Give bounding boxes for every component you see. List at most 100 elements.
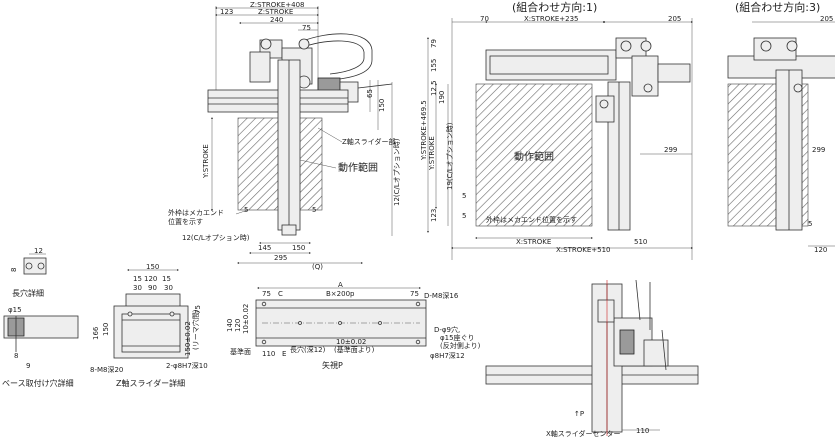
bv-p: ↑P bbox=[574, 410, 584, 418]
combo3-dim-5: 5 bbox=[808, 220, 812, 228]
base-dim-9: 9 bbox=[26, 362, 30, 370]
zs-m8: 8-M8深20 bbox=[90, 365, 123, 374]
dim-x-stroke: X:STROKE bbox=[516, 238, 551, 246]
zs-dim-90: 90 bbox=[148, 284, 157, 292]
dim-z-stroke-408: Z:STROKE+408 bbox=[250, 1, 305, 9]
xy-operating-range-hatch bbox=[475, 83, 593, 227]
slot-dim-8: 8 bbox=[10, 268, 18, 272]
dim-19-cl: 19(C/Lオプション時) bbox=[446, 122, 454, 190]
ap-110: 110 bbox=[262, 350, 275, 358]
base-detail-title: ベース取付け穴詳細 bbox=[2, 378, 74, 388]
ap-d-phi9: D-φ9穴, bbox=[434, 325, 460, 334]
dim-12-5: 12.5 bbox=[430, 80, 438, 96]
header-combo-3: (組合わせ方向:3) bbox=[735, 0, 820, 14]
zs-dim-120: 120 bbox=[144, 275, 157, 283]
xy-combo3-view: 205 299 5 120 bbox=[727, 15, 835, 254]
base-phi15: φ15 bbox=[8, 306, 22, 314]
zs-dim-30: 30 bbox=[133, 284, 142, 292]
ap-B: B×200p bbox=[326, 290, 355, 298]
zs-pin: 2-φ8H7深10 bbox=[166, 361, 208, 370]
dim-12-cl: 12(C/Lオプション時) bbox=[393, 138, 401, 206]
slot-dim-12: 12 bbox=[34, 247, 43, 255]
base-dim-8: 8 bbox=[14, 352, 18, 360]
ap-10-02b: 10±0.02 bbox=[336, 338, 366, 346]
ap-C: C bbox=[278, 290, 283, 298]
ap-m8: D-M8深16 bbox=[424, 291, 459, 300]
dim-y-stroke: Y:STROKE bbox=[202, 144, 210, 179]
bv-x-center: X軸スライダーセンター bbox=[546, 429, 621, 437]
ap-140: 140 bbox=[226, 319, 234, 332]
dim-145: 145 bbox=[258, 244, 271, 252]
dim-123: 123 bbox=[220, 8, 233, 16]
dim-x-stroke-510: X:STROKE+510 bbox=[556, 246, 611, 254]
ap-A: A bbox=[338, 281, 343, 289]
ap-pin: φ8H7深12 bbox=[430, 351, 465, 360]
dim-5a: 5 bbox=[462, 192, 466, 200]
dim-205: 205 bbox=[668, 15, 681, 23]
note-outer-frame-2: 位置を示す bbox=[168, 217, 203, 226]
dim-x-stroke-235: X:STROKE+235 bbox=[524, 15, 579, 23]
label-z-slider-part: Z軸スライダー部 bbox=[342, 137, 396, 146]
dim-70: 70 bbox=[480, 15, 489, 23]
zs-dim-15b: 15 bbox=[162, 275, 171, 283]
note-outer-frame-xy: 外枠はメカエンド位置を示す bbox=[486, 215, 577, 224]
bv-110: 110 bbox=[636, 427, 649, 435]
zs-dim-150v: 150 bbox=[102, 323, 110, 336]
dim-299: 299 bbox=[664, 146, 677, 154]
dim-75: 75 bbox=[302, 24, 311, 32]
ap-75a: 75 bbox=[262, 290, 271, 298]
dim-150b: 150 bbox=[292, 244, 305, 252]
ap-kijun: 基準面 bbox=[230, 347, 251, 356]
dim-y-stroke-469: Y:STROKE+469.5 bbox=[420, 100, 428, 161]
z-slider-detail: 150 15 120 15 30 90 30 166 150 150±0.02 … bbox=[90, 263, 208, 388]
slot-detail: 12 8 長穴詳細 bbox=[10, 247, 47, 298]
note-outer-frame-1: 外枠はメカエンド bbox=[168, 208, 224, 217]
zs-dim-75: 75 bbox=[194, 305, 202, 314]
ap-75b: 75 bbox=[410, 290, 419, 298]
dim-295: 295 bbox=[274, 254, 287, 262]
bottom-view: ↑P X軸スライダーセンター 110 bbox=[485, 279, 699, 437]
combo3-dim-120: 120 bbox=[814, 246, 827, 254]
zs-dim-166: 166 bbox=[92, 326, 100, 340]
ap-rev: (反対側より) bbox=[440, 341, 481, 350]
dim-z-stroke: Z:STROKE bbox=[258, 8, 293, 16]
combo3-dim-299: 299 bbox=[812, 146, 825, 154]
ap-title: 矢視P bbox=[322, 360, 343, 370]
ap-E: E bbox=[282, 350, 286, 358]
dim-240: 240 bbox=[270, 16, 283, 24]
zs-dim-15: 15 bbox=[133, 275, 142, 283]
dim-5b: 5 bbox=[462, 212, 466, 220]
dim-123: 123 bbox=[430, 209, 438, 222]
dim-155: 155 bbox=[430, 59, 438, 72]
ap-slot: 長穴(深12) bbox=[290, 345, 326, 354]
dim-150: 150 bbox=[378, 99, 386, 112]
ap-120: 120 bbox=[234, 319, 242, 332]
xy-combo1-view: 70 X:STROKE+235 205 Y:STROKE+469.5 Y:STR… bbox=[420, 15, 693, 260]
dim-5b: 5 bbox=[312, 206, 316, 214]
ap-phi15: φ15座ぐり bbox=[440, 333, 475, 342]
dim-65: 65 bbox=[366, 89, 374, 98]
dim-q: (Q) bbox=[312, 263, 323, 271]
base-hole-detail: φ15 8 9 ベース取付け穴詳細 bbox=[2, 306, 79, 388]
label-z-operating-range: 動作範囲 bbox=[338, 161, 378, 174]
dim-y-stroke: Y:STROKE bbox=[428, 136, 436, 171]
arrow-p-view: A 75 C B×200p 75 D-M8深16 140 120 10±0.02… bbox=[226, 281, 481, 370]
dim-12-cl-h: 12(C/Lオプション時) bbox=[182, 234, 250, 242]
dim-5a: 5 bbox=[244, 206, 248, 214]
dim-510: 510 bbox=[634, 238, 647, 246]
slot-detail-title: 長穴詳細 bbox=[12, 288, 44, 298]
zs-ream: (リーマ穴間) bbox=[191, 309, 200, 350]
header-combo-1: (組合わせ方向:1) bbox=[512, 0, 597, 14]
label-xy-operating-range: 動作範囲 bbox=[514, 150, 554, 163]
ap-ref: (基準面より) bbox=[334, 345, 375, 354]
dim-79: 79 bbox=[430, 39, 438, 48]
z-axis-view: Z:STROKE+408 123 Z:STROKE 240 75 65 bbox=[168, 1, 401, 271]
combo3-dim-205: 205 bbox=[820, 15, 833, 23]
ap-10-02: 10±0.02 bbox=[242, 304, 250, 334]
zs-dim-30b: 30 bbox=[164, 284, 173, 292]
zs-dim-150-02: 150±0.02 bbox=[184, 321, 192, 356]
dim-190: 190 bbox=[438, 91, 446, 104]
zs-detail-title: Z軸スライダー詳細 bbox=[116, 378, 185, 388]
zs-dim-150: 150 bbox=[146, 263, 159, 271]
